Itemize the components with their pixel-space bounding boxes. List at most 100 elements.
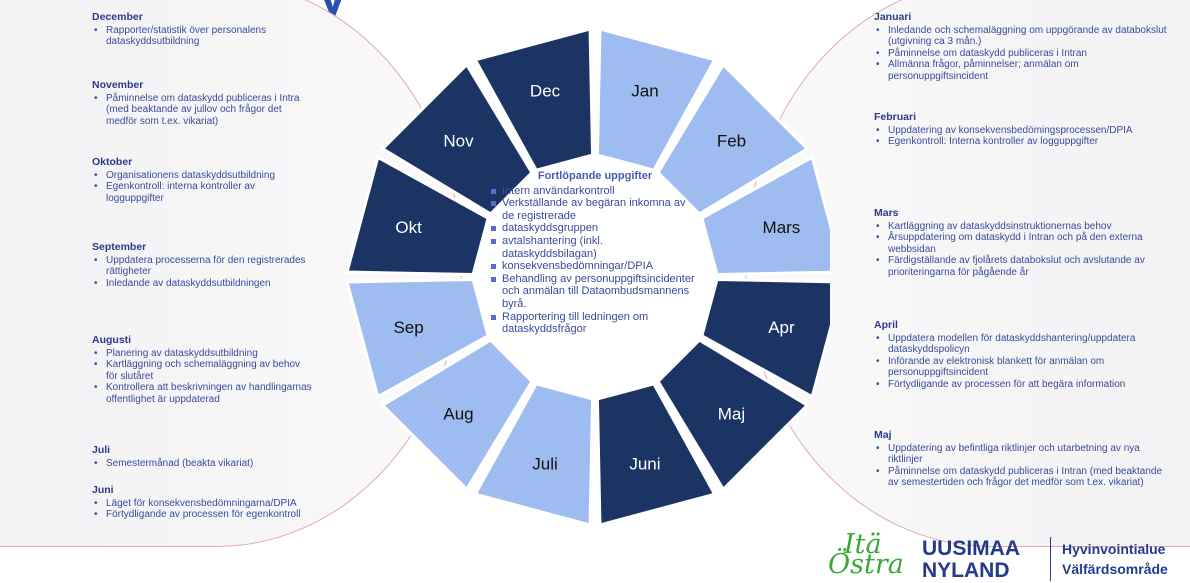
wheel-label-mars: Mars [763,218,801,237]
month-block-right-1: FebruariUppdatering av konsekvensbedömin… [874,111,1174,148]
month-task: Uppdatera processerna för den registrera… [94,255,312,278]
month-task-list: Semestermånad (beakta vikariat) [92,458,312,470]
month-task-list: Läget för konsekvensbedömningarna/DPIAFö… [92,498,312,521]
wheel-label-sep: Sep [393,318,423,337]
month-task: Uppdatering av befintliga riktlinjer och… [876,443,1174,466]
month-heading: Mars [874,207,899,219]
month-block-right-3: AprilUppdatera modellen för dataskyddsha… [874,319,1174,391]
month-task-list: Uppdatering av befintliga riktlinjer och… [874,443,1174,489]
month-task: Inledande av dataskyddsutbildningen [94,278,312,290]
wheel-center-circle [476,158,714,396]
month-task: Förtydligande av processen för att begär… [876,379,1174,391]
wheel-label-dec: Dec [530,82,561,101]
month-task: Påminnelse om dataskydd publiceras i Int… [94,93,312,128]
wheel-segment-juli [473,382,595,527]
month-task: Förtydligande av processen för egenkontr… [94,509,312,521]
month-heading: September [92,241,147,253]
month-block-left-5: JuliSemestermånad (beakta vikariat) [92,444,312,470]
organization-logo: Itä Östra UUSIMAA NYLAND Hyvinvointialue… [826,529,1190,582]
month-block-left-6: JuniLäget för konsekvensbedömningarna/DP… [92,484,312,521]
wheel-segment-maj [656,338,810,492]
ongoing-tasks: Fortlöpande uppgifter Intern användarkon… [490,170,700,390]
month-task: Läget för konsekvensbedömningarna/DPIA [94,498,312,510]
wheel-segment-okt [345,155,490,277]
ongoing-task: Intern användarkontroll [491,185,700,198]
logo-ostra: Östra [828,549,904,580]
wheel-label-maj: Maj [718,404,745,423]
month-task-list: Planering av dataskyddsutbildningKartläg… [92,348,312,406]
wheel-label-nov: Nov [443,132,474,151]
month-task-list: Uppdatera processerna för den registrera… [92,255,312,290]
month-heading: Juni [92,484,114,496]
month-task: Kartläggning av dataskyddsinstruktionern… [876,221,1174,233]
wheel-segment-sep [345,277,490,399]
logo-line-2: Välfärdsområde [1062,561,1168,577]
ongoing-task: konsekvensbedömningar/DPIA [491,260,700,273]
month-heading: April [874,319,898,331]
ongoing-task: Behandling av personuppgiftsincidenter o… [491,273,700,311]
month-heading: Augusti [92,334,132,346]
month-task: Kontrollera att beskrivningen av handlin… [94,382,312,405]
wheel-label-apr: Apr [768,318,795,337]
wheel-segment-nov [380,62,534,216]
month-block-left-2: OktoberOrganisationens dataskyddsutbildn… [92,156,312,205]
month-task: Årsuppdatering om dataskydd i Intran och… [876,232,1174,255]
month-task: Påminnelse om dataskydd publiceras i Int… [876,466,1174,489]
month-block-left-4: AugustiPlanering av dataskyddsutbildning… [92,334,312,406]
month-task-list: Uppdatera modellen för dataskyddshanteri… [874,333,1174,391]
month-block-right-0: JanuariInledande och schemaläggning om u… [874,11,1174,83]
month-task: Uppdatera modellen för dataskyddshanteri… [876,333,1174,356]
month-heading: Juli [92,444,111,456]
month-task: Rapporter/statistik över personalens dat… [94,25,312,48]
month-task: Organisationens dataskyddsutbildning [94,170,312,182]
ongoing-task: avtalshantering (inkl. dataskyddsbilagan… [491,235,700,260]
month-heading: Januari [874,11,912,23]
month-task: Kartläggning och schemaläggning av behov… [94,359,312,382]
logo-divider [1050,537,1051,581]
wheel-segment-jan [595,27,717,172]
logo-nyland: NYLAND [922,559,1010,582]
month-task: Egenkontroll: Interna kontroller av logg… [876,136,1174,148]
month-heading: Oktober [92,156,133,168]
wheel-segment-mars [700,155,830,277]
month-task: Planering av dataskyddsutbildning [94,348,312,360]
month-task-list: Organisationens dataskyddsutbildningEgen… [92,170,312,205]
wheel-label-juli: Juli [532,454,558,473]
logo-uusimaa: UUSIMAA [922,537,1020,560]
wheel-label-aug: Aug [443,404,473,423]
month-block-left-0: DecemberRapporter/statistik över persona… [92,11,312,48]
month-block-right-4: MajUppdatering av befintliga riktlinjer … [874,429,1174,489]
logo-line-1: Hyvinvointialue [1062,541,1166,557]
month-task-list: Uppdatering av konsekvensbedömingsproces… [874,125,1174,148]
wheel-segment-feb [656,62,810,216]
ongoing-task: Rapportering till ledningen om dataskydd… [491,311,700,336]
month-task: Färdigställande av fjolårets databokslut… [876,255,1174,278]
month-task-list: Inledande och schemaläggning om uppgöran… [874,25,1174,83]
month-task: Införande av elektronisk blankett för an… [876,356,1174,379]
month-task: Uppdatering av konsekvensbedömingsproces… [876,125,1174,137]
month-task-list: Påminnelse om dataskydd publiceras i Int… [92,93,312,128]
wheel-segment-dec [473,27,595,172]
wheel-label-okt: Okt [395,218,422,237]
wheel-label-juni: Juni [629,454,660,473]
month-heading: Maj [874,429,892,441]
month-block-right-2: MarsKartläggning av dataskyddsinstruktio… [874,207,1174,279]
ongoing-tasks-heading: Fortlöpande uppgifter [537,170,653,182]
ongoing-task: dataskyddsgruppen [491,222,700,235]
wheel-label-feb: Feb [717,132,746,151]
wheel-label-jan: Jan [631,82,658,101]
month-task: Påminnelse om dataskydd publiceras i Int… [876,48,1174,60]
month-heading: Februari [874,111,917,123]
month-task-list: Kartläggning av dataskyddsinstruktionern… [874,221,1174,279]
logo-ita: Itä [844,529,882,560]
month-task: Egenkontroll: interna kontroller av logg… [94,181,312,204]
month-task: Inledande och schemaläggning om uppgöran… [876,25,1174,48]
month-task: Allmänna frågor, påminnelser; anmälan om… [876,59,1174,82]
month-block-left-1: NovemberPåminnelse om dataskydd publicer… [92,79,312,128]
month-block-left-3: SeptemberUppdatera processerna för den r… [92,241,312,290]
wheel-segment-juni [595,382,717,527]
month-heading: December [92,11,143,23]
